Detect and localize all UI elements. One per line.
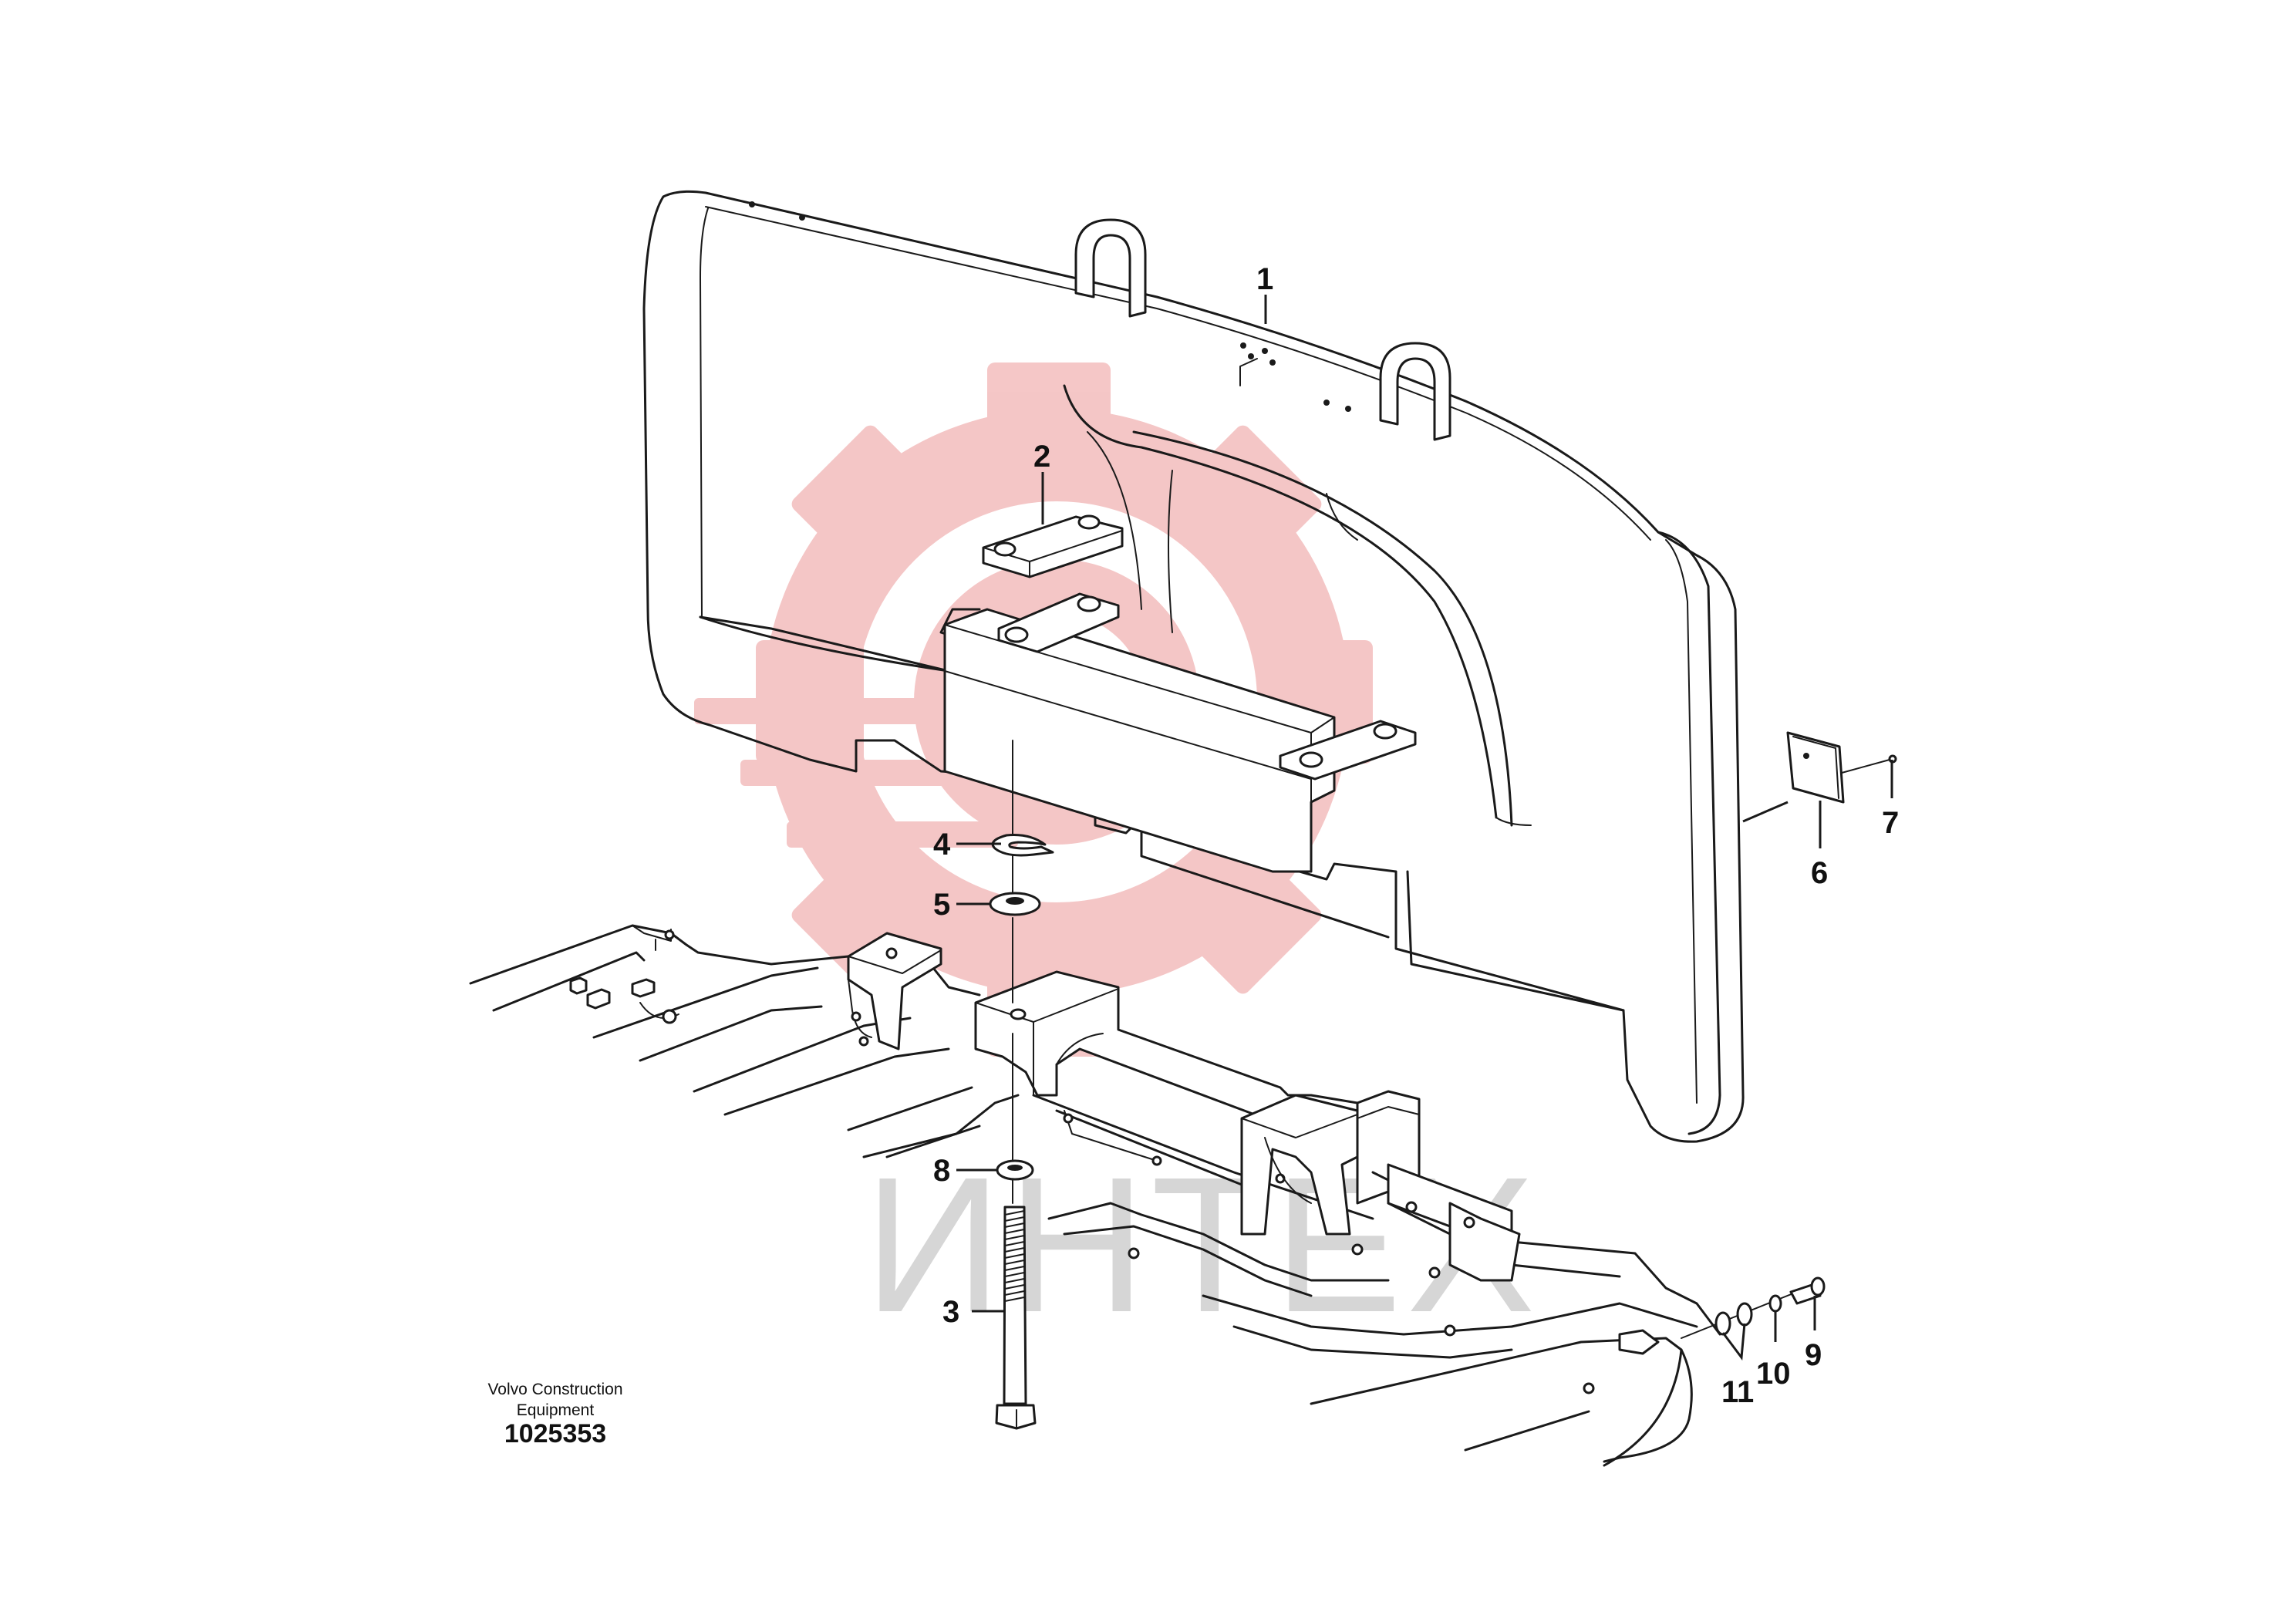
- callout-7: 7: [1882, 806, 1899, 840]
- watermark-text: ИНТЕХ: [864, 1137, 1539, 1352]
- callout-9: 9: [1805, 1338, 1822, 1372]
- reflector-screw: [1841, 759, 1890, 774]
- manufacturer-line-2: Equipment: [516, 1401, 595, 1419]
- callout-2: 2: [1033, 440, 1050, 474]
- mounting-bolt-stack: [989, 740, 1054, 1430]
- reflector-plate: [1786, 731, 1845, 804]
- upper-frame: [469, 924, 1721, 1467]
- manufacturer-caption: Volvo Construction Equipment: [432, 1379, 679, 1421]
- small-fastener-set: [1681, 1276, 1826, 1339]
- callout-1: 1: [1256, 262, 1273, 296]
- callout-11: 11: [1721, 1375, 1754, 1409]
- callout-5: 5: [933, 888, 950, 922]
- callout-8: 8: [933, 1154, 950, 1188]
- leader-lines: [956, 295, 1893, 1361]
- callout-3: 3: [942, 1295, 959, 1329]
- leader-6-edge: [1742, 801, 1789, 823]
- callout-4: 4: [933, 828, 951, 862]
- drawing-number: 1025353: [504, 1419, 607, 1448]
- manufacturer-line-1: Volvo Construction: [487, 1381, 623, 1398]
- watermark-gear-logo: [694, 363, 1373, 1057]
- callout-10: 10: [1756, 1357, 1791, 1391]
- callout-6: 6: [1811, 856, 1828, 890]
- shim-plate: [982, 514, 1124, 578]
- counterweight: [642, 190, 1745, 1143]
